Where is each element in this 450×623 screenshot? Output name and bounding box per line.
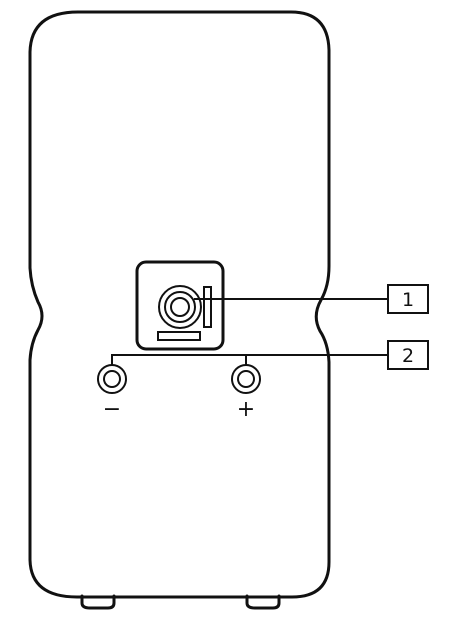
speaker-body bbox=[28, 10, 331, 599]
foot-left bbox=[80, 594, 116, 610]
leader-line-2 bbox=[111, 354, 388, 365]
callout-1: 1 bbox=[387, 284, 429, 314]
callout-2-label: 2 bbox=[402, 345, 414, 367]
positive-symbol: + bbox=[237, 397, 255, 422]
callout-2: 2 bbox=[387, 340, 429, 370]
power-connector-icon bbox=[157, 285, 212, 341]
negative-terminal bbox=[97, 364, 127, 394]
foot-right bbox=[245, 594, 281, 610]
callout-1-label: 1 bbox=[402, 289, 414, 311]
connector-panel bbox=[135, 260, 225, 351]
negative-symbol: − bbox=[103, 397, 121, 422]
positive-terminal bbox=[231, 364, 261, 394]
